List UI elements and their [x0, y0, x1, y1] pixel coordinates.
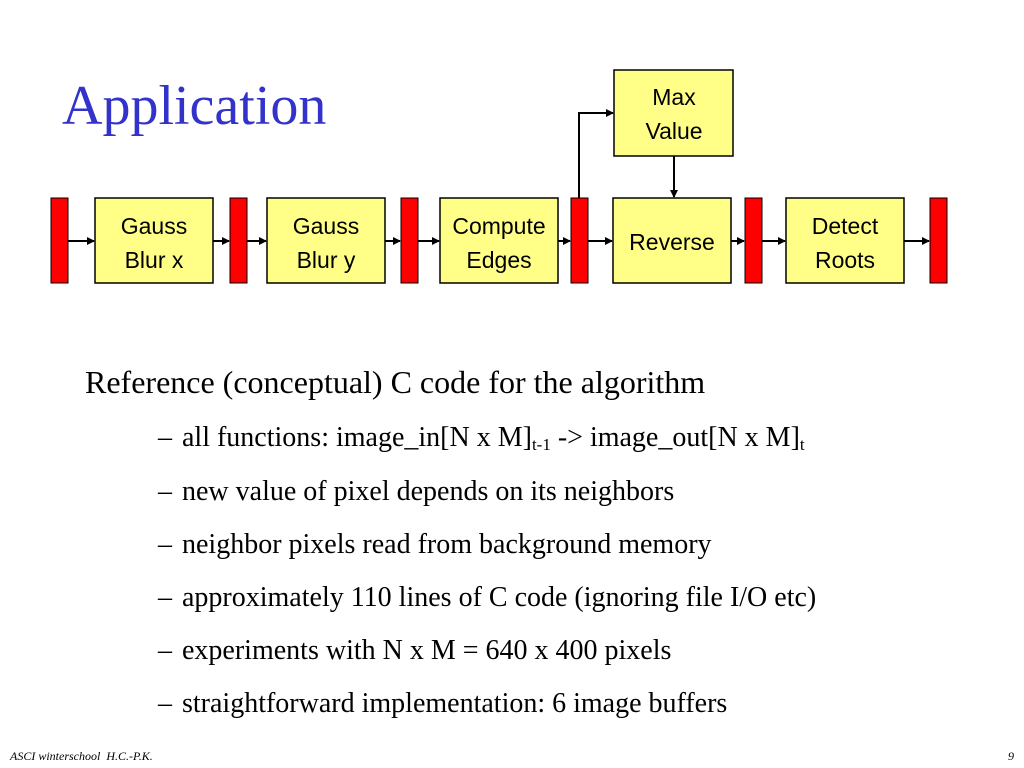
bullet-dash: –	[158, 688, 172, 719]
bullet-dash: –	[158, 635, 172, 666]
stage-label: Gauss	[293, 213, 359, 239]
stage-label: Compute	[452, 213, 545, 239]
stage-label: Gauss	[121, 213, 187, 239]
stage-label: Blur x	[125, 247, 184, 273]
bullet-dash: –	[158, 529, 172, 560]
pipeline-diagram: Gauss Blur x Gauss Blur y Compute Edges …	[50, 69, 948, 284]
sub-bullet-text: all functions: image_in[N x M]t-1 -> ima…	[182, 422, 805, 454]
sub-bullet-text: neighbor pixels read from background mem…	[182, 529, 712, 560]
stage-label: Roots	[815, 247, 875, 273]
sub-bullet-text: approximately 110 lines of C code (ignor…	[182, 582, 817, 613]
stage-label: Value	[645, 118, 702, 144]
footer-credit: ASCI winterschool H.C.-P.K.	[10, 749, 153, 763]
image-buffer	[400, 197, 419, 284]
sub-bullet-text: new value of pixel depends on its neighb…	[182, 476, 675, 507]
stage-detect-roots	[785, 197, 905, 284]
stage-label: Max	[652, 84, 696, 110]
image-buffer	[229, 197, 248, 284]
stage-reverse	[612, 197, 732, 284]
bullet-dash: –	[158, 422, 172, 453]
page-number: 9	[1008, 749, 1014, 763]
bullet-dash: –	[158, 582, 172, 613]
bullet-dash: –	[158, 476, 172, 507]
image-buffer	[744, 197, 763, 284]
image-buffer	[570, 197, 589, 284]
stage-label: Edges	[466, 247, 531, 273]
stage-compute-edges	[439, 197, 559, 284]
image-buffer	[50, 197, 69, 284]
stage-gauss-blur-y	[266, 197, 386, 284]
stage-gauss-blur-x	[94, 197, 214, 284]
max-value-input-arrow	[578, 109, 614, 198]
image-buffer	[929, 197, 948, 284]
stage-label: Reverse	[629, 229, 715, 255]
stage-label: Detect	[812, 213, 879, 239]
stage-label: Blur y	[297, 247, 356, 273]
sub-bullet-text: experiments with N x M = 640 x 400 pixel…	[182, 635, 672, 666]
sub-bullet-text: straightforward implementation: 6 image …	[182, 688, 728, 719]
slide-title: Application	[62, 75, 327, 137]
main-bullet: Reference (conceptual) C code for the al…	[85, 364, 706, 400]
